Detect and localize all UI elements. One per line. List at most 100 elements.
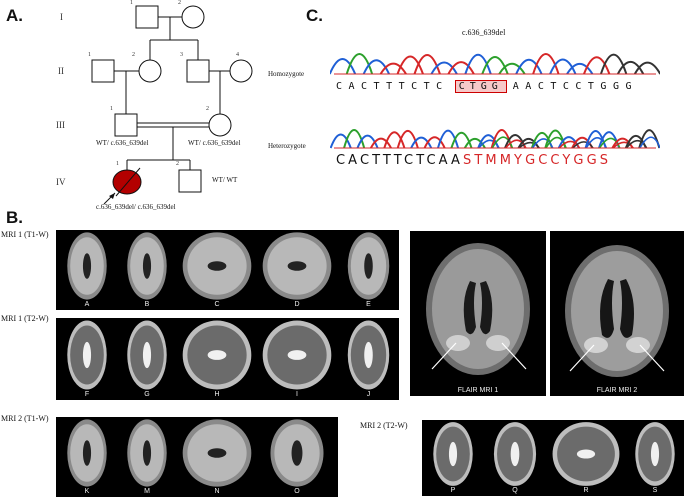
id-i1: 1	[130, 0, 133, 6]
mri-image-label: O	[294, 488, 300, 495]
mri-image-label: K	[84, 488, 90, 495]
chromatogram-peak	[583, 56, 611, 75]
mri-image-label: C	[214, 301, 220, 308]
brain-scan	[347, 232, 390, 300]
mri-image-j: J	[338, 318, 399, 400]
chromatogram-peak	[599, 53, 628, 75]
chromatogram-overlap-peak	[545, 136, 567, 149]
deleted-bases-box: CTGG	[454, 80, 507, 93]
chromatogram-peak	[379, 62, 407, 75]
mri-image-r: R	[548, 420, 624, 496]
flair-brain-1	[426, 243, 530, 375]
mri-image-b: B	[118, 230, 176, 310]
chromatogram-peak	[549, 58, 577, 75]
pedigree-female-i2	[181, 5, 205, 29]
mri-image-m: M	[118, 417, 176, 497]
brain-scan	[182, 419, 252, 487]
generation-i: I	[60, 12, 63, 22]
chromatogram-overlap-peak	[505, 139, 527, 149]
pedigree-proband-affected	[112, 169, 142, 195]
generation-iv: IV	[56, 177, 66, 187]
pedigree-male-iii1	[114, 113, 138, 137]
homo-seq-deleted: CTGG	[458, 81, 503, 92]
chromatogram-peak	[464, 53, 492, 75]
brain-scan	[127, 232, 167, 300]
mri-image-f: F	[58, 318, 116, 400]
flair1-label: FLAIR MRI 1	[457, 387, 499, 394]
chromatogram-overlap-peak	[558, 140, 581, 149]
mri-image-label: H	[214, 391, 220, 398]
chromatogram-peak	[383, 131, 406, 149]
chromatogram-overlap-peak	[478, 139, 500, 149]
brain-scan	[67, 419, 107, 487]
genotype-iv2: WT/ WT	[212, 176, 238, 184]
chromatogram-overlap-peak	[572, 141, 594, 149]
genotype-iii2: WT/ c.636_639del	[188, 139, 241, 147]
mri-image-i: I	[258, 318, 336, 400]
row1-label: MRI 1 (T1-W)	[1, 230, 49, 239]
chromatogram-peak	[481, 56, 509, 75]
brain-scan	[552, 422, 620, 486]
chromatogram-peak	[616, 60, 645, 75]
panel-c-label: C.	[306, 6, 323, 25]
chromatogram-peak	[410, 136, 433, 149]
chromatogram-overlap-peak	[598, 137, 621, 149]
chromatogram-peak	[330, 133, 352, 149]
mri-image-d: D	[258, 230, 336, 310]
mri-image-e: E	[338, 230, 399, 310]
brain-scan	[493, 422, 537, 486]
mri-image-label: R	[583, 487, 589, 494]
chromatogram-overlap-peak	[531, 138, 554, 149]
chromatogram-peak	[345, 53, 374, 75]
chromatogram-peak	[396, 55, 424, 75]
brain-scan	[270, 419, 324, 487]
mri-image-c: C	[178, 230, 256, 310]
id-ii4: 4	[236, 52, 239, 58]
brain-scan	[347, 320, 390, 390]
chromatogram-overlap-peak	[518, 141, 540, 149]
brain-scan	[182, 232, 252, 300]
id-iii1: 1	[110, 106, 113, 112]
mri-image-g: G	[118, 318, 176, 400]
chromatogram-overlap-peak	[585, 137, 608, 149]
panel-b-label: B.	[6, 208, 23, 227]
id-i2: 2	[178, 0, 181, 6]
genotype-iii1: WT/ c.636_639del	[96, 139, 149, 147]
chromatogram-peak	[396, 129, 419, 149]
panel-a-label: A.	[6, 6, 23, 25]
mri-image-label: B	[144, 301, 150, 308]
genotype-iv1: c.636_639del/ c.636_639del	[96, 203, 176, 211]
mri-image-label: D	[294, 301, 300, 308]
mri-image-label: Q	[512, 487, 518, 494]
pedigree-female-ii4	[229, 59, 253, 83]
chromatogram-overlap-peak	[625, 139, 648, 149]
pedigree-male-iv2	[178, 169, 202, 193]
chromatogram-peak	[423, 136, 446, 149]
chromatogram-peak	[413, 54, 441, 75]
id-iv2: 2	[176, 161, 179, 167]
flair-mri-2: FLAIR MRI 2	[550, 231, 684, 396]
mri-image-q: Q	[484, 420, 546, 496]
chromatogram-peak	[362, 59, 390, 75]
chromatogram-peak	[370, 137, 392, 149]
flair-mri-1: FLAIR MRI 1	[410, 231, 546, 396]
mutation-label: c.636_639del	[462, 28, 506, 37]
chromatogram-peak	[447, 61, 475, 75]
mri-image-s: S	[626, 420, 684, 496]
chromatogram-peak	[532, 53, 560, 75]
mri-image-label: P	[450, 487, 456, 494]
mri-image-h: H	[178, 318, 256, 400]
homo-seq-before: CACTTTCTC	[336, 81, 449, 92]
mri-image-n: N	[178, 417, 256, 497]
mri-image-o: O	[258, 417, 336, 497]
homozygote-label: Homozygote	[268, 70, 305, 78]
chromatogram-peak	[463, 137, 486, 149]
mri-image-label: F	[84, 391, 90, 398]
brain-scan	[433, 422, 473, 486]
chromatogram-peak	[437, 129, 460, 149]
deceased-slash	[115, 167, 141, 197]
brain-scan	[127, 320, 167, 390]
chromatogram-peak	[343, 129, 366, 149]
